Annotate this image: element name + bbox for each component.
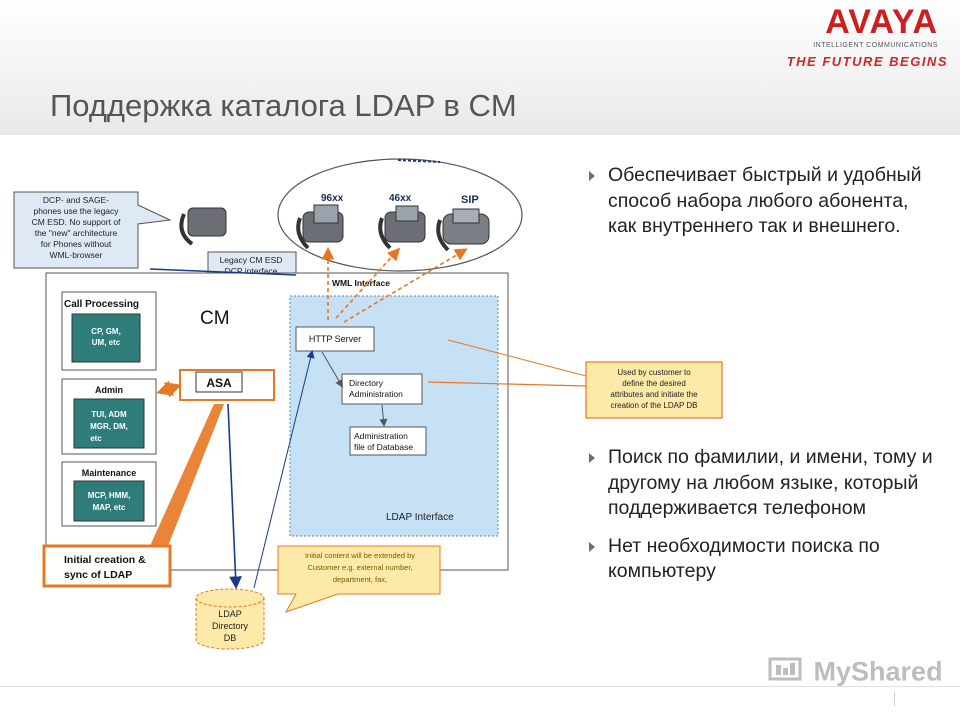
used-note-line: Used by customer to — [617, 368, 691, 377]
directory-admin-box — [341, 373, 423, 405]
dcp-phone-icon — [179, 207, 227, 246]
used-note-line: define the desired — [622, 379, 686, 388]
call-processing-line: CP, GM, — [91, 327, 121, 336]
maintenance-title: Maintenance — [82, 468, 137, 478]
bullet-item: Обеспечивает быстрый и удобный способ на… — [587, 163, 937, 240]
asa-label: ASA — [206, 376, 232, 390]
initial-content-line: Customer e.g. external number, — [307, 563, 412, 572]
initial-content-line: department, fax, — [333, 575, 387, 584]
dcp-note-line: WML-browser — [50, 250, 103, 260]
phone-96xx-label: 96xx — [321, 193, 344, 204]
bullet-arrow-icon — [589, 171, 595, 181]
admin-line: TUI, ADM — [91, 410, 127, 419]
http-server-box — [295, 326, 375, 352]
bullet-arrow-icon — [589, 453, 595, 463]
slide-header — [0, 0, 960, 135]
presentation-icon — [768, 655, 802, 692]
phone-96xx-icon — [296, 204, 344, 250]
call-processing-title: Call Processing — [64, 299, 139, 310]
dcp-note-line: the "new" architecture — [35, 228, 118, 238]
legacy-note-line: DCP interface — [225, 266, 278, 276]
bullet-text: Обеспечивает быстрый и удобный способ на… — [608, 164, 922, 237]
bullet-group-1: Обеспечивает быстрый и удобный способ на… — [587, 163, 937, 240]
phone-46xx-label: 46xx — [389, 193, 412, 204]
admin-title: Admin — [95, 385, 123, 395]
admin-file-line: file of Database — [354, 442, 413, 452]
phone-46xx-icon — [378, 205, 426, 250]
wml-interface-label: WML Interface — [332, 278, 390, 288]
directory-admin-line: Directory — [349, 378, 384, 388]
ldap-db-line: Directory — [212, 621, 249, 631]
watermark: MyShared — [768, 655, 943, 692]
footer-mark — [894, 692, 895, 706]
call-processing-line: UM, etc — [92, 338, 121, 347]
dcp-note-line: phones use the legacy — [33, 206, 119, 216]
tagline: THE FUTURE BEGINS — [786, 54, 948, 69]
initial-content-note — [277, 545, 441, 613]
admin-file-box — [349, 426, 427, 456]
initial-creation-line: Initial creation & — [64, 554, 146, 566]
dcp-note-line: CM ESD. No support of — [32, 217, 121, 227]
used-note-line: creation of the LDAP DB — [610, 401, 697, 410]
page-title: Поддержка каталога LDAP в CM — [50, 88, 517, 123]
ldap-db-line: DB — [224, 633, 237, 643]
logo-word: AVAYA — [825, 3, 938, 41]
bullet-text: Поиск по фамилии, и имени, тому и другом… — [608, 446, 933, 519]
bullet-text: Нет необходимости поиска по компьютеру — [608, 534, 880, 583]
dcp-note-line: for Phones without — [41, 239, 112, 249]
directory-admin-line: Administration — [349, 389, 403, 399]
avaya-logo: AVAYA INTELLIGENT COMMUNICATIONS — [813, 4, 938, 49]
watermark-text: MyShared — [813, 656, 943, 687]
cm-label: CM — [200, 308, 230, 329]
dcp-note-line: DCP- and SAGE- — [43, 195, 109, 205]
admin-line: MGR, DM, — [90, 422, 128, 431]
dcp-note-callout — [13, 191, 172, 269]
bullet-arrow-icon — [589, 541, 595, 552]
initial-content-line: Initial content will be extended by — [305, 551, 415, 560]
phone-sip-icon — [436, 208, 490, 252]
legacy-note-line: Legacy CM ESD — [220, 255, 283, 265]
logo-subtitle: INTELLIGENT COMMUNICATIONS — [813, 42, 938, 49]
bullet-group-2: Поиск по фамилии, и имени, тому и другом… — [587, 445, 937, 585]
admin-line: etc — [90, 434, 102, 443]
used-by-customer-note — [585, 361, 723, 419]
maintenance-line: MAP, etc — [93, 503, 126, 512]
bullet-item: Нет необходимости поиска по компьютеру — [587, 534, 937, 585]
used-note-line: attributes and initiate the — [610, 390, 698, 399]
footer-divider — [0, 686, 960, 687]
http-server-label: HTTP Server — [309, 334, 361, 344]
admin-file-line: Administration — [354, 431, 408, 441]
initial-creation-box — [42, 544, 172, 588]
maintenance-line: MCP, HMM, — [88, 491, 131, 500]
ldap-database-icon — [195, 588, 265, 650]
initial-creation-line: sync of LDAP — [64, 569, 132, 581]
ldap-db-line: LDAP — [218, 609, 242, 619]
phone-sip-label: SIP — [461, 194, 479, 206]
ldap-interface-label: LDAP Interface — [386, 512, 454, 523]
bullet-item: Поиск по фамилии, и имени, тому и другом… — [587, 445, 937, 522]
